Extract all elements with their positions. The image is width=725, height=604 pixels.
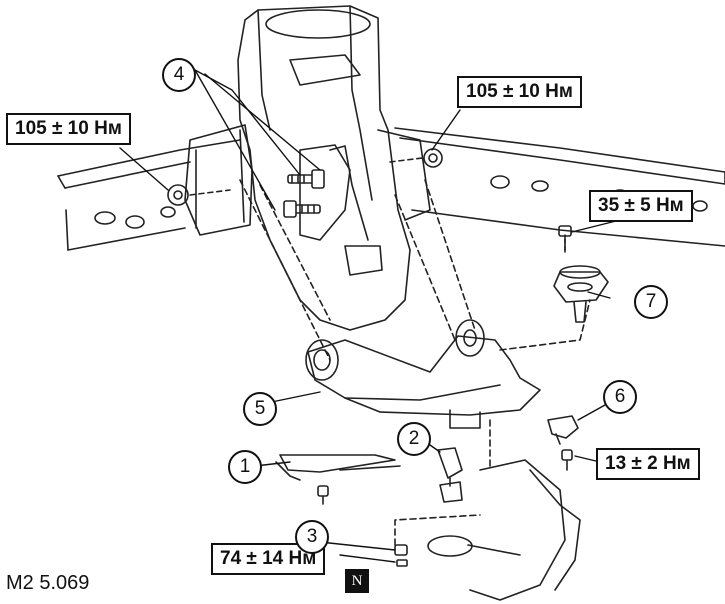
nut-left: [167, 184, 189, 206]
bracket-6: [547, 415, 579, 445]
nut-right: [423, 148, 443, 168]
ball-joint-bolt: [558, 225, 572, 253]
callout-1: 1: [228, 450, 262, 484]
callout-7: 7: [634, 285, 668, 319]
bolt-4b: [283, 200, 321, 218]
ball-joint: [553, 265, 609, 323]
callout-5: 5: [243, 392, 277, 426]
frame-rail-upper-edge: [57, 127, 725, 177]
frame-rail-top-face: [64, 137, 725, 189]
bolt-13: [561, 449, 573, 471]
frame-rail-lower-edge: [67, 209, 725, 251]
north-mark: N: [345, 569, 369, 593]
steering-knuckle: [427, 459, 581, 601]
torque-label-upper-right: 105 ± 10 Нм: [457, 76, 582, 108]
callout-2: 2: [397, 422, 431, 456]
bolt-4a: [287, 169, 325, 189]
torque-label-ball-joint: 35 ± 5 Нм: [589, 190, 693, 222]
callout-4: 4: [162, 58, 196, 92]
torque-label-lower: 74 ± 14 Нм: [211, 543, 326, 575]
control-arm: [305, 319, 541, 429]
torque-label-upper-left: 105 ± 10 Нм: [6, 113, 131, 145]
figure-code: M2 5.069: [6, 572, 90, 594]
stabilizer-link: [437, 447, 463, 503]
mudguard: [275, 454, 401, 481]
torque-label-bracket: 13 ± 2 Нм: [596, 448, 700, 480]
small-bolt: [317, 485, 329, 505]
lower-nut: [394, 544, 408, 567]
callout-6: 6: [603, 380, 637, 414]
callout-3: 3: [295, 520, 329, 554]
spring-tower-outline: [237, 5, 411, 331]
